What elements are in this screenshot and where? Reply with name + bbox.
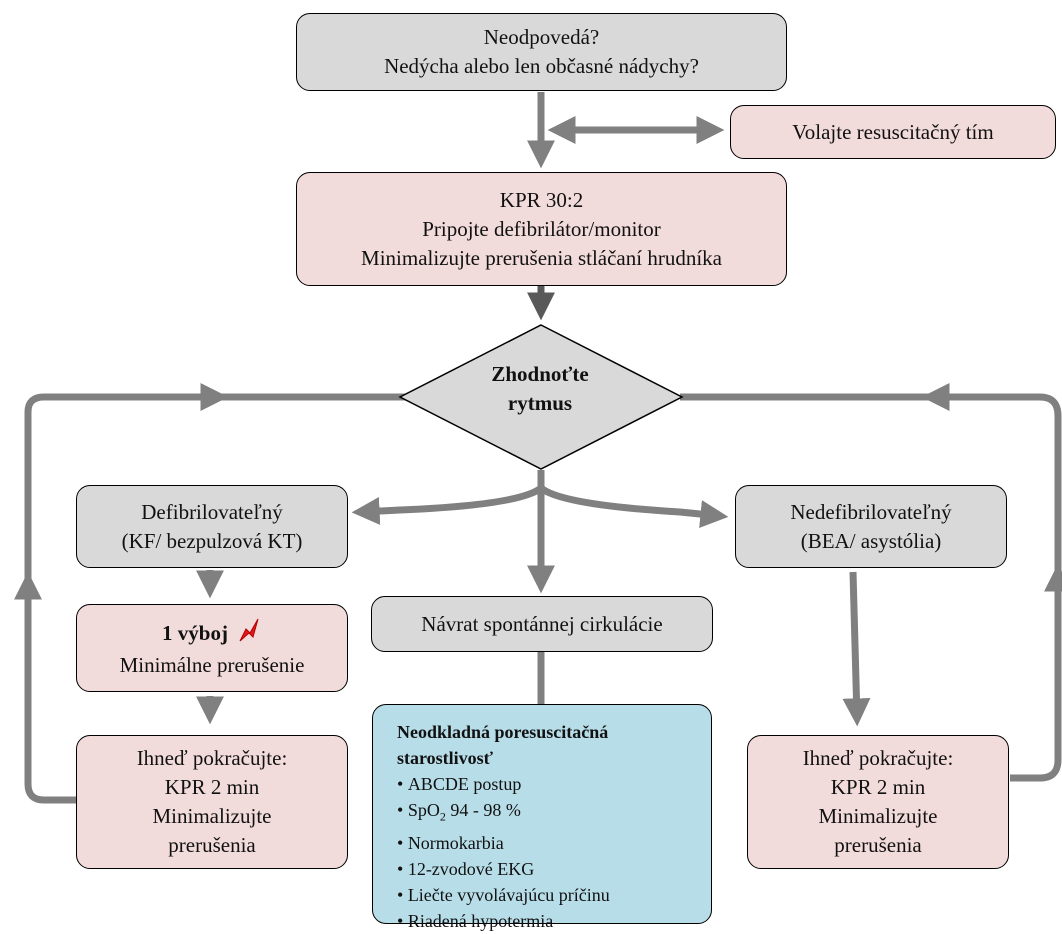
rosc-label: Návrat spontánnej cirkulácie — [421, 611, 663, 636]
nonshockable-line1: Nedefibrilovateľný — [790, 499, 952, 524]
assess-label: Zhodnoťte rytmus — [430, 360, 650, 418]
resume-right-line2: KPR 2 min — [830, 775, 926, 799]
shockable-line1: Defibrilovateľný — [141, 499, 283, 524]
spo2-subscript: 2 — [439, 809, 446, 824]
resume-right-line1: Ihneď pokračujte: — [802, 746, 954, 770]
start-line1: Neodpovedá? — [483, 25, 600, 49]
resume-right-box: Ihneď pokračujte: KPR 2 min Minimalizujt… — [747, 735, 1009, 869]
spo2-range: 94 - 98 % — [445, 800, 521, 820]
post-care-item-hypothermia: Riadená hypotermia — [397, 908, 610, 934]
shock-line2: Minimálne prerušenie — [119, 652, 305, 677]
shock-label: 1 výboj — [162, 621, 228, 645]
call-team-box: Volajte resuscitačný tím — [730, 105, 1056, 159]
shockable-line2: (KF/ bezpulzová KT) — [121, 528, 303, 553]
assess-line2: rytmus — [507, 391, 573, 415]
shock-line1: 1 výboj — [162, 617, 262, 651]
post-care-item-ekg: 12-zvodové EKG — [397, 856, 610, 882]
post-care-box: Neodkladná poresuscitačná starostlivosť … — [372, 704, 712, 931]
post-care-title-line1: Neodkladná poresuscitačná — [397, 722, 609, 742]
resume-right-line4: prerušenia — [834, 833, 922, 857]
post-care-item-spo2: SpO2 94 - 98 % — [397, 797, 610, 830]
start-line2: Nedýcha alebo len občasné nádychy? — [384, 54, 699, 78]
assess-line1: Zhodnoťte — [491, 362, 589, 386]
assess-diamond — [398, 324, 684, 470]
post-care-item-treat-cause: Liečte vyvolávajúcu príčinu — [397, 882, 610, 908]
loop-right — [680, 393, 1062, 782]
cpr-line2: Pripojte defibrilátor/monitor — [422, 216, 661, 241]
start-box: Neodpovedá? Nedýcha alebo len občasné ná… — [296, 13, 787, 91]
post-care-list: ABCDE postup SpO2 94 - 98 % Normokarbia … — [397, 771, 610, 934]
cpr-box: KPR 30:2 Pripojte defibrilátor/monitor M… — [296, 172, 787, 286]
shock-box: 1 výboj Minimálne prerušenie — [76, 604, 348, 692]
lightning-bolt-icon — [236, 617, 262, 651]
call-team-label: Volajte resuscitačný tím — [792, 119, 994, 144]
post-care-item-normocarbia: Normokarbia — [397, 830, 610, 856]
resume-right-line3: Minimalizujte — [818, 804, 938, 828]
resume-left-line2: KPR 2 min — [164, 775, 260, 799]
resume-left-line1: Ihneď pokračujte: — [136, 746, 288, 770]
nonshockable-line2: (BEA/ asystólia) — [800, 528, 942, 553]
cpr-line1: KPR 30:2 — [499, 187, 584, 212]
arrow-to-nonshockable — [538, 485, 729, 528]
arrow-to-shockable — [351, 485, 544, 526]
shockable-box: Defibrilovateľný (KF/ bezpulzová KT) — [76, 485, 348, 568]
spo2-prefix: SpO — [407, 800, 440, 820]
rosc-box: Návrat spontánnej cirkulácie — [371, 596, 713, 652]
post-care-title-line2: starostlivosť — [397, 748, 494, 768]
resume-left-line3: Minimalizujte — [152, 804, 272, 828]
resume-left-box: Ihneď pokračujte: KPR 2 min Minimalizujt… — [76, 735, 348, 869]
post-care-item-abcde: ABCDE postup — [397, 771, 610, 797]
cpr-line3: Minimalizujte prerušenia stláčaní hrudní… — [361, 245, 722, 270]
resume-left-line4: prerušenia — [168, 833, 256, 857]
nonshockable-box: Nedefibrilovateľný (BEA/ asystólia) — [735, 485, 1007, 568]
arrow-nonshockable-to-resume — [842, 571, 871, 727]
